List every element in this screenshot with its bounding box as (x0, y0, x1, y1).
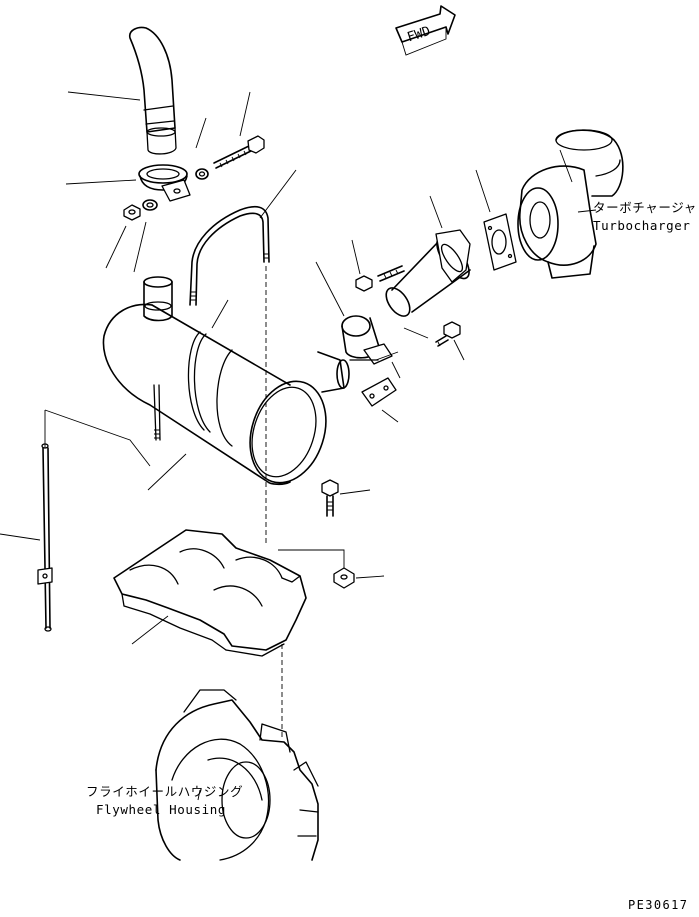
clamp-plate (361, 377, 397, 407)
turbocharger-label-en: Turbocharger (593, 218, 691, 233)
exhaust-tail-pipe (128, 26, 177, 155)
leader-lines (0, 91, 597, 801)
flywheel-housing-label-jp: フライホイールハウジング (86, 784, 244, 799)
u-bolt (189, 205, 270, 545)
turbocharger-label-jp: ターボチャージャ (593, 200, 697, 215)
fwd-text: FWD (405, 24, 432, 46)
page-code: PE30617 (628, 898, 689, 912)
bracket-washer (333, 567, 355, 589)
muffler-bracket (113, 529, 345, 740)
pipe-sleeve-clamp (341, 315, 393, 365)
exhaust-connecting-pipe (385, 229, 471, 317)
clamp-bolt (195, 135, 265, 180)
flywheel-housing-label-en: Flywheel Housing (96, 802, 227, 817)
pipe-nut-stud (355, 265, 405, 292)
flywheel-housing (155, 689, 319, 861)
sleeve-bolt (435, 321, 461, 347)
stay-rod (37, 409, 151, 632)
fwd-arrow: FWD (395, 5, 456, 56)
washer-nut-set (123, 199, 158, 221)
turbo-gasket (483, 213, 517, 271)
tail-pipe-clamp (138, 164, 191, 202)
turbocharger (517, 129, 624, 279)
muffler (102, 276, 350, 486)
bracket-bolt (321, 479, 339, 517)
